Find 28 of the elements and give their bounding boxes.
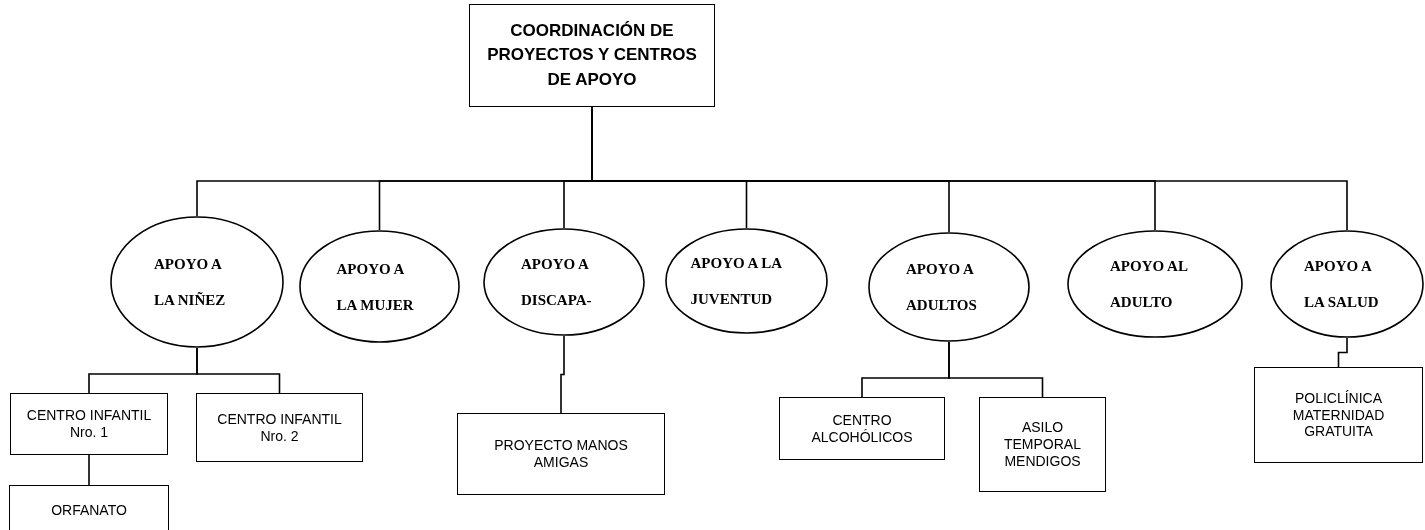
org-box — [196, 393, 363, 462]
unit-label: APOYO A LA NIÑEZ — [154, 255, 227, 310]
connector-line — [948, 341, 1044, 398]
box-label: CENTRO INFANTIL Nro. 1 — [25, 407, 153, 441]
unit-label: APOYO A ADULTOS — [906, 260, 978, 315]
connector-line — [196, 347, 281, 394]
box-label: POLICLÍNICA MATERNIDAD GRATUITA — [1291, 389, 1386, 441]
unit-label: APOYO A LA JUVENTUD — [690, 254, 783, 309]
org-box — [979, 397, 1106, 492]
unit-label: APOYO A LA SALUD — [1304, 257, 1380, 312]
box-label: PROYECTO MANOS AMIGAS — [493, 437, 629, 471]
connector-line — [1337, 337, 1348, 368]
unit-label: APOYO AL ADULTO — [1110, 257, 1189, 312]
box-label: COORDINACIÓN DE PROYECTOS Y CENTROS DE APOYO — [486, 19, 698, 91]
org-box — [469, 4, 715, 107]
org-box — [9, 485, 169, 530]
org-box — [457, 413, 665, 495]
unit-label: APOYO A LA MUJER — [336, 259, 415, 315]
org-box — [10, 393, 168, 455]
box-label: ASILO TEMPORAL MENDIGOS — [1003, 419, 1082, 470]
org-box — [779, 397, 945, 460]
connector-line — [88, 454, 90, 486]
unit-label: APOYO A DISCAPA- — [521, 255, 593, 310]
connector-line — [560, 335, 565, 414]
box-label: ORFANATO — [50, 501, 128, 519]
org-box — [1254, 367, 1423, 463]
box-label: CENTRO INFANTIL Nro. 2 — [216, 410, 343, 445]
box-label: CENTRO ALCOHÓLICOS — [810, 411, 914, 446]
